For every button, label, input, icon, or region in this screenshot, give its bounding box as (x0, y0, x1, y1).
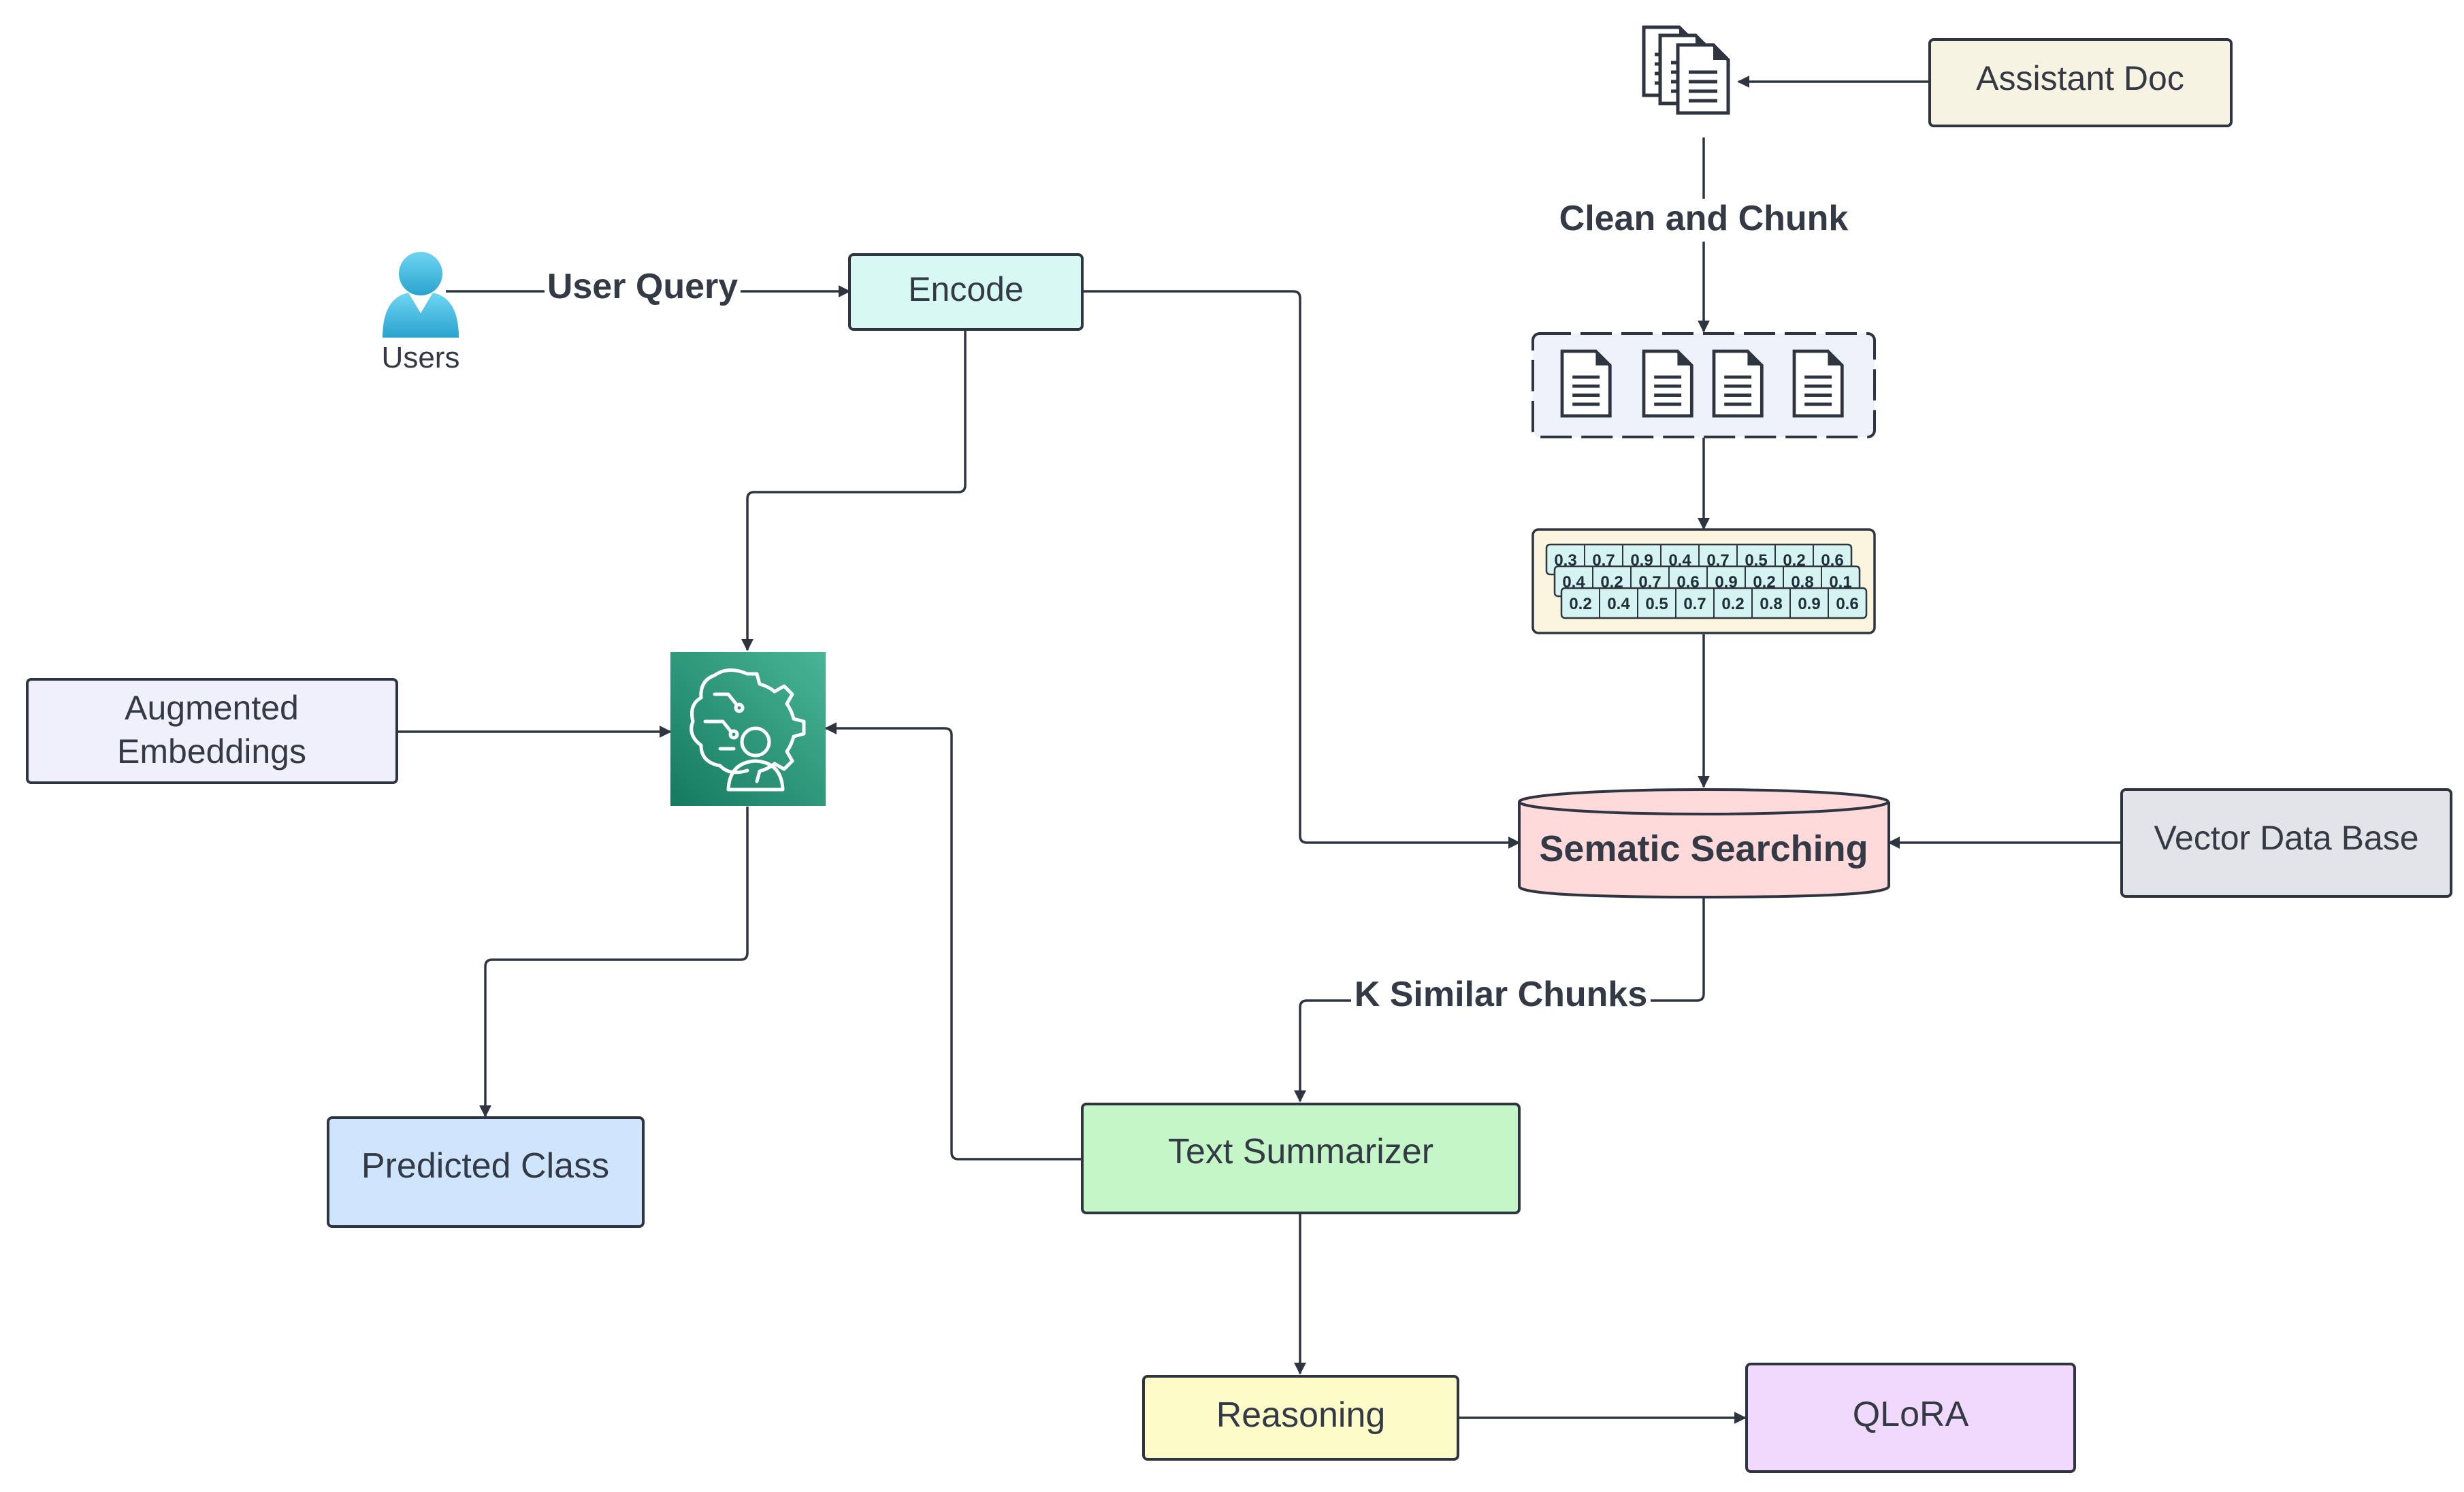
semantic-cylinder-body (1518, 802, 1890, 899)
assistant-doc-label: Assistant Doc (1976, 59, 2184, 97)
qlora-node: QLoRA (1745, 1363, 2076, 1473)
assistant-doc-box (1928, 38, 2233, 127)
predicted-class-box (327, 1116, 645, 1228)
qlora-label: QLoRA (1853, 1395, 1969, 1434)
chunk-doc-icon (1714, 351, 1762, 416)
chunk-doc-icon (1562, 351, 1610, 416)
augmented-embeddings-node: Augmented Embeddings (26, 678, 398, 784)
vector-database-label: Vector Data Base (2154, 819, 2418, 857)
chunks-box (1531, 332, 1876, 438)
reasoning-label: Reasoning (1216, 1395, 1386, 1435)
semantic-searching-label: Sematic Searching (1539, 828, 1868, 869)
ml-model-icon (670, 652, 826, 806)
augmented-embeddings-box (26, 678, 398, 784)
connectors (397, 76, 2122, 1424)
encode-box (848, 253, 1084, 331)
semantic-cylinder-top (1518, 788, 1890, 815)
vector-value: 0.4 (1607, 595, 1630, 613)
edge-summarizer-to-model (824, 722, 1082, 1161)
documents-stack-icon (1644, 27, 1728, 113)
vector-value: 0.7 (1683, 595, 1706, 613)
vector-value: 0.5 (1645, 595, 1668, 613)
vector-value: 0.9 (1798, 595, 1820, 613)
semantic-searching-node: Sematic Searching (1518, 788, 1890, 899)
text-summarizer-box (1081, 1103, 1521, 1214)
user-query-label: User Query (547, 267, 738, 306)
predicted-class-node: Predicted Class (327, 1116, 645, 1228)
chunks-container (1531, 332, 1876, 438)
chunk-doc-icon (1794, 351, 1842, 416)
clean-and-chunk-label: Clean and Chunk (1559, 199, 1849, 238)
text-summarizer-label: Text Summarizer (1168, 1132, 1433, 1171)
vector-value: 0.8 (1760, 595, 1782, 613)
encode-label: Encode (908, 270, 1024, 308)
augmented-label-line1: Augmented (125, 689, 299, 727)
text-summarizer-node: Text Summarizer (1081, 1103, 1521, 1214)
vector-value: 0.6 (1836, 595, 1858, 613)
edge-semantic-to-ksimilar (1651, 898, 1705, 1002)
edge-encode-to-model (741, 330, 967, 651)
vector-row: 0.2 0.4 0.5 0.7 0.2 0.8 0.9 0.6 (1560, 587, 1868, 619)
edge-model-to-predicted (479, 807, 749, 1118)
vector-value: 0.2 (1569, 595, 1591, 613)
vector-database-node: Vector Data Base (2120, 788, 2452, 898)
augmented-label-line2: Embeddings (117, 732, 306, 771)
edge-encode-to-semantic (1082, 290, 1521, 849)
users-icon (383, 252, 459, 338)
k-similar-chunks-label: K Similar Chunks (1355, 975, 1648, 1014)
vector-database-box (2120, 788, 2452, 898)
users-label: Users (382, 341, 460, 374)
chunk-doc-icon (1644, 351, 1691, 416)
predicted-class-label: Predicted Class (361, 1146, 609, 1186)
encode-node: Encode (848, 253, 1084, 331)
reasoning-node: Reasoning (1142, 1375, 1459, 1461)
assistant-doc-node: Assistant Doc (1928, 38, 2233, 127)
qlora-box (1745, 1363, 2076, 1473)
vector-value: 0.2 (1721, 595, 1744, 613)
reasoning-box (1142, 1375, 1459, 1461)
edge-ksimilar-to-summarizer (1294, 999, 1351, 1103)
